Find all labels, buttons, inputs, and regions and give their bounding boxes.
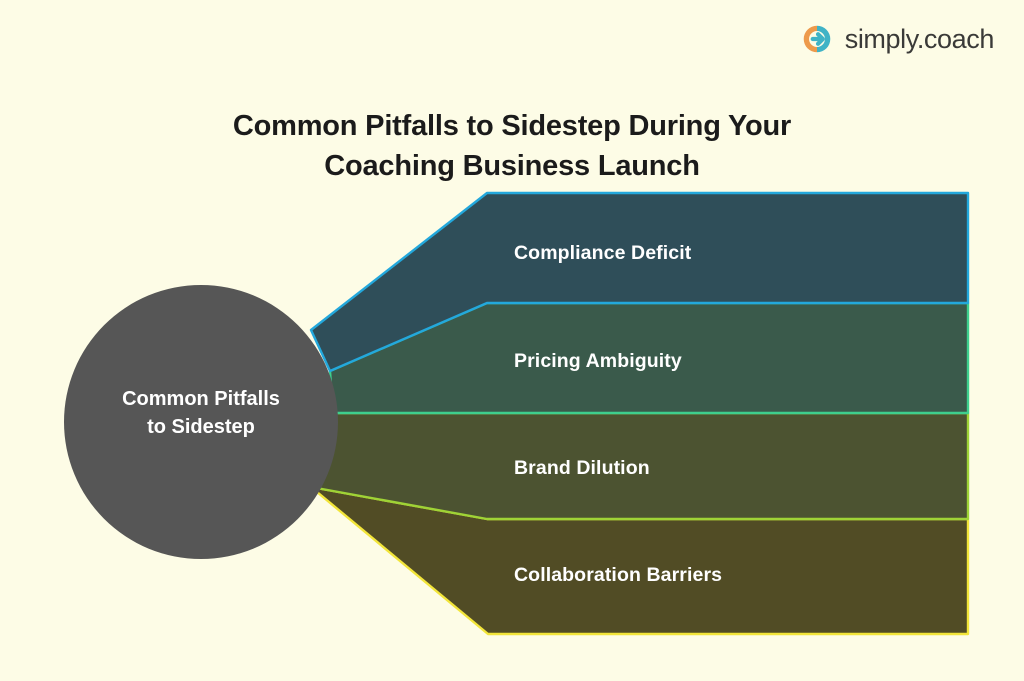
page-title: Common Pitfalls to Sidestep During Your …	[0, 107, 1024, 186]
band-compliance-deficit[interactable]	[309, 191, 970, 373]
hub-circle[interactable]	[64, 285, 338, 559]
brand-logo: simply.coach	[800, 22, 994, 56]
page-title-line-2: Coaching Business Launch	[324, 149, 700, 182]
band-brand-dilution-shape[interactable]	[309, 411, 970, 521]
simply-coach-logo-icon	[803, 25, 831, 53]
band-compliance-deficit-shape[interactable]	[309, 191, 970, 373]
brand-name: simply.coach	[844, 23, 995, 54]
page-title-line-1: Common Pitfalls to Sidestep During Your	[232, 110, 792, 143]
band-brand-dilution[interactable]	[309, 411, 970, 521]
